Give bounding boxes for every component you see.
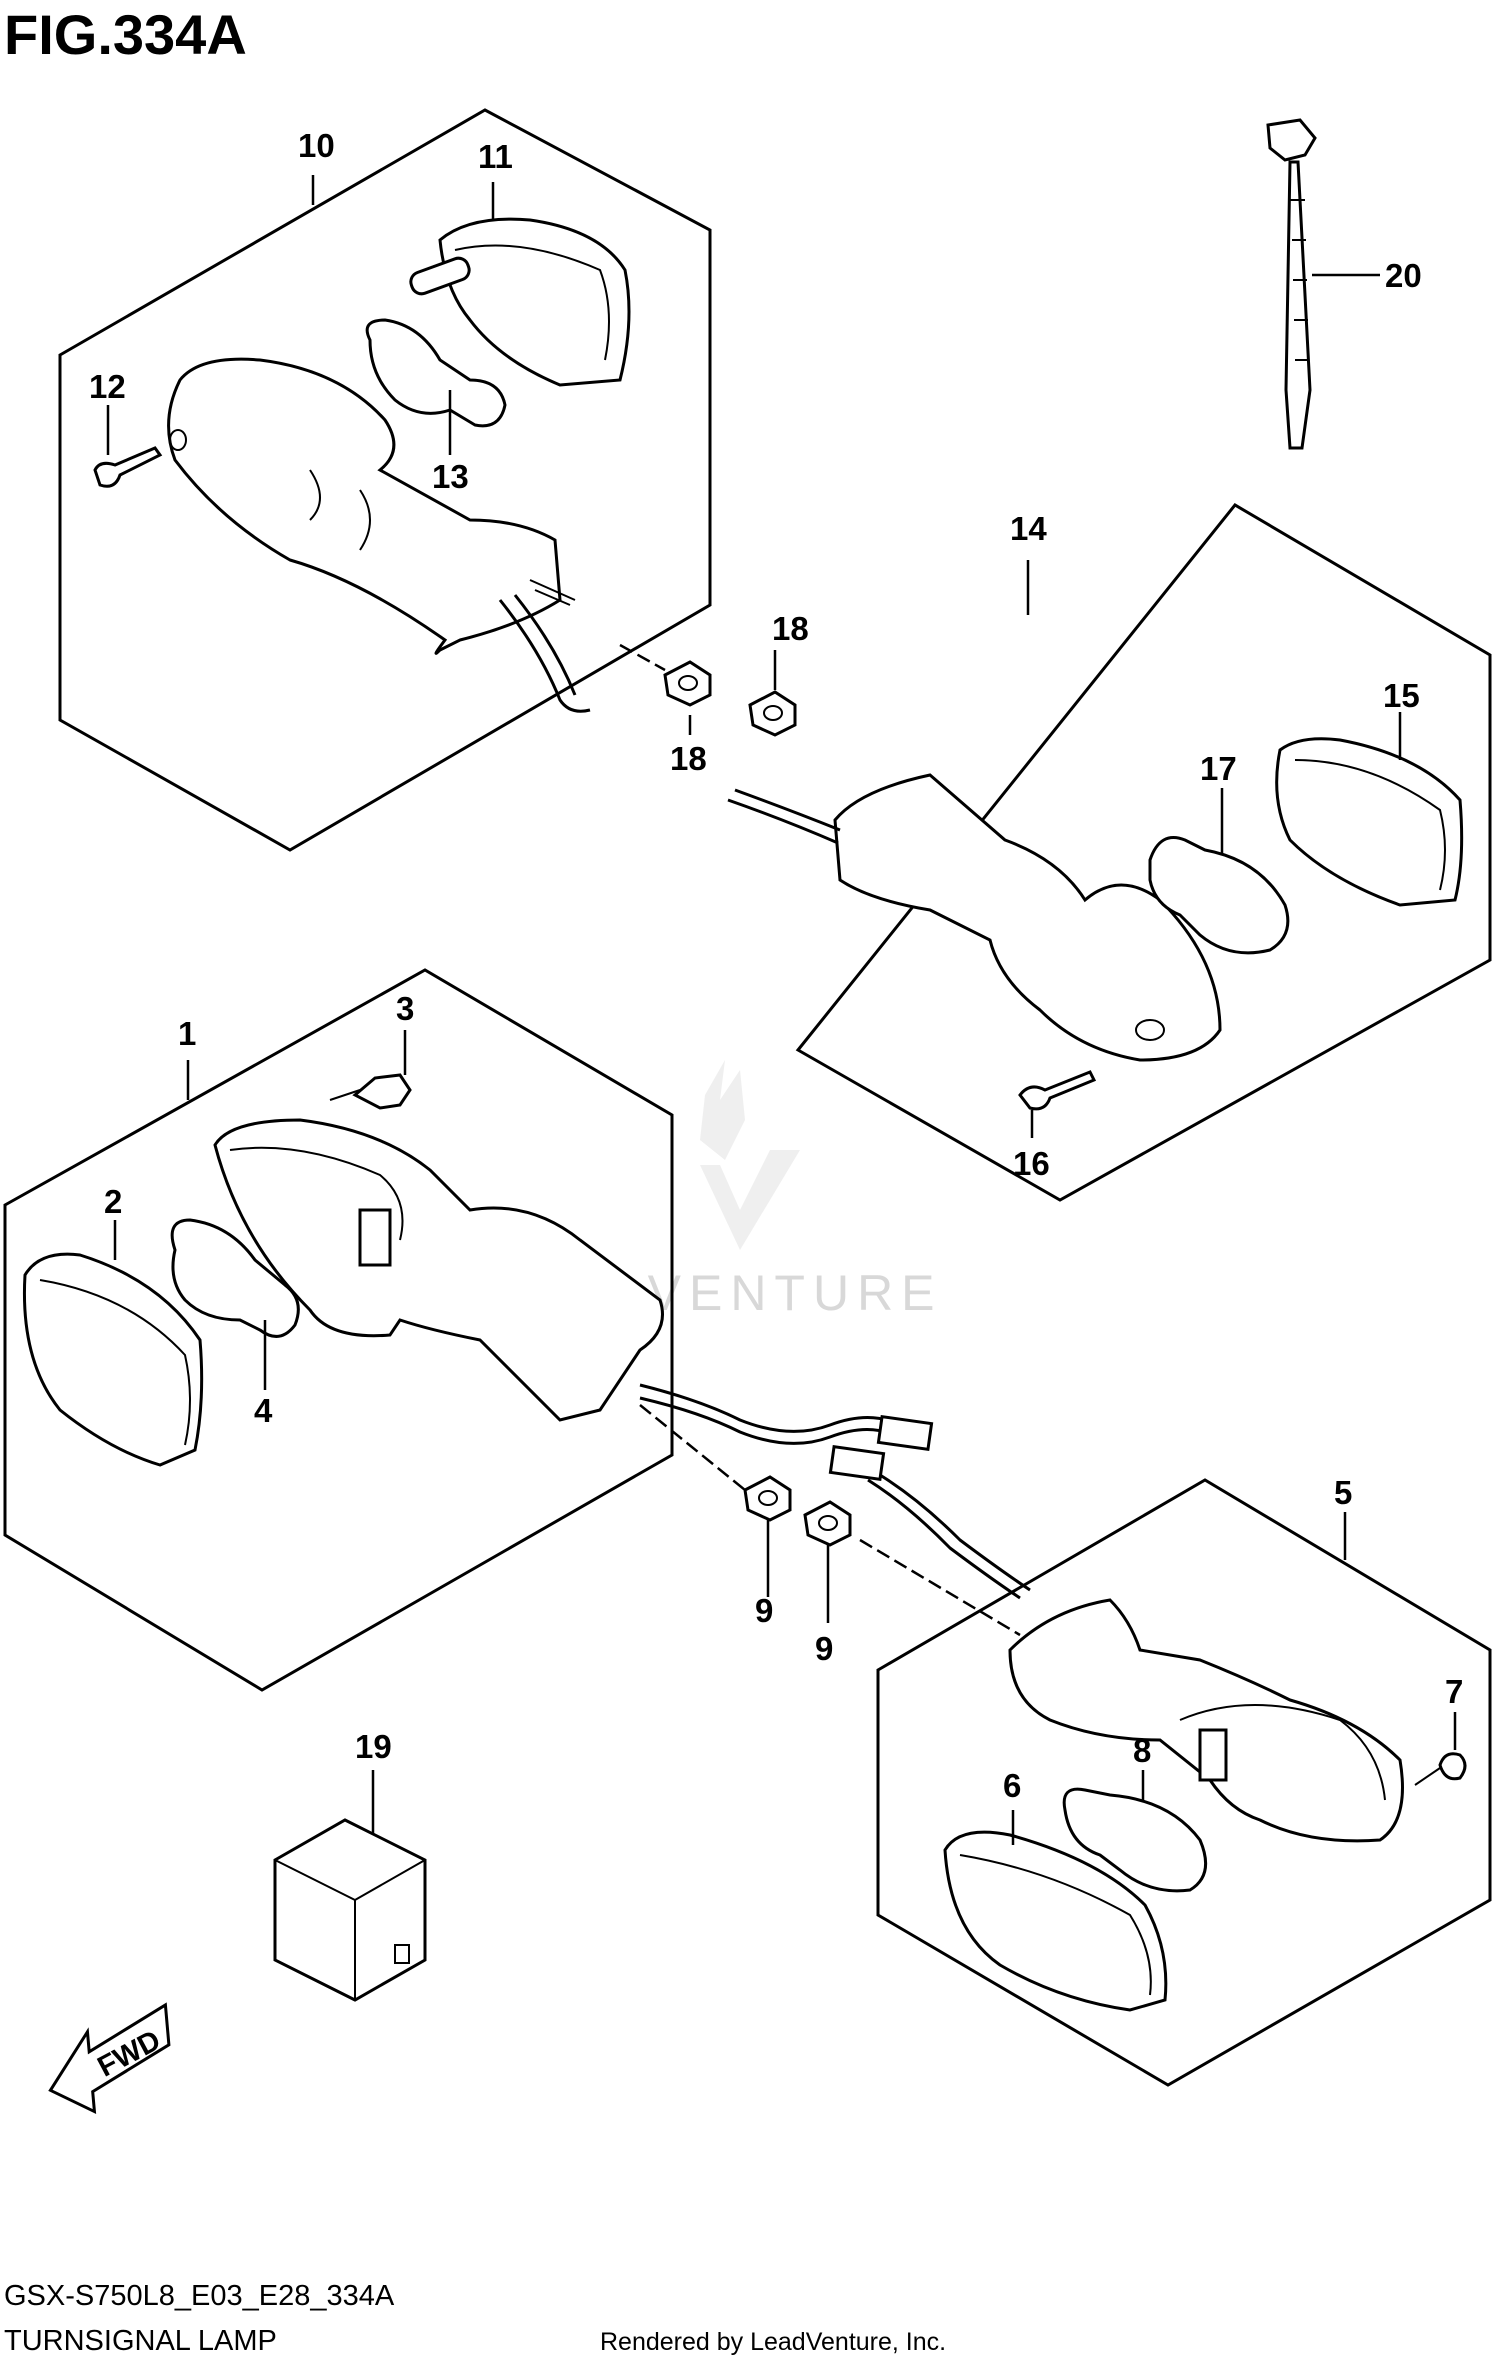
bulb-13	[365, 318, 507, 428]
housing-5	[1008, 1598, 1404, 1843]
group-14-frame	[795, 503, 1492, 1202]
group-10-front-left-turnsignal	[58, 108, 712, 852]
callout-4: 4	[254, 1392, 273, 1429]
callout-12: 12	[89, 368, 126, 405]
housing-10	[167, 357, 562, 655]
credit-text: Rendered by LeadVenture, Inc.	[600, 2328, 946, 2356]
bulb-8	[1062, 1787, 1208, 1893]
lens-11	[438, 217, 631, 387]
group-5-rear-right-turnsignal	[876, 1478, 1492, 2087]
screw-12	[93, 446, 163, 488]
housing-1	[213, 1118, 664, 1422]
callout-20: 20	[1385, 257, 1422, 294]
callout-10: 10	[298, 127, 335, 164]
callout-1: 1	[178, 1015, 196, 1052]
screw-7	[1438, 1752, 1467, 1781]
callout-3: 3	[396, 990, 414, 1027]
nut-18-left	[619, 643, 712, 707]
tie-band-20	[1266, 118, 1317, 450]
callout-17: 17	[1200, 750, 1237, 787]
bulb-4	[170, 1218, 300, 1338]
callout-14: 14	[1010, 510, 1047, 547]
lens-15	[1275, 737, 1464, 907]
callout-6: 6	[1003, 1767, 1021, 1804]
callout-11: 11	[478, 138, 513, 175]
section-name: TURNSIGNAL LAMP	[4, 2325, 277, 2357]
model-code: GSX-S750L8_E03_E28_334A	[4, 2280, 395, 2312]
callout-18-right: 18	[772, 610, 809, 647]
callout-9-left: 9	[755, 1592, 773, 1629]
lens-6	[943, 1830, 1168, 2012]
callout-5: 5	[1334, 1474, 1352, 1511]
callout-7: 7	[1445, 1673, 1463, 1710]
callout-19: 19	[355, 1728, 392, 1765]
callout-9-right: 9	[815, 1630, 833, 1667]
callout-8: 8	[1133, 1732, 1151, 1769]
callout-2: 2	[104, 1183, 122, 1220]
figure-title: FIG.334A	[4, 3, 247, 66]
relay-19	[273, 1818, 427, 2002]
housing-14	[833, 773, 1222, 1062]
group-14-front-right-turnsignal	[727, 503, 1492, 1202]
lens-2	[22, 1252, 204, 1467]
nut-9-left	[639, 1404, 792, 1522]
group-1-frame	[3, 968, 674, 1692]
screw-16	[1018, 1070, 1097, 1111]
nut-9-right	[803, 1500, 1021, 1637]
callout-15: 15	[1383, 677, 1420, 714]
nut-18-right	[748, 690, 797, 737]
callout-18-left: 18	[670, 740, 707, 777]
group-5-frame	[876, 1478, 1492, 2087]
leadventure-logo-icon	[700, 1060, 800, 1250]
group-1-rear-left-turnsignal	[3, 968, 1031, 1692]
group-10-frame	[58, 108, 712, 852]
callout-13: 13	[432, 458, 469, 495]
bulb-17	[1148, 836, 1290, 955]
leader-lines	[106, 175, 1457, 1845]
fwd-arrow-icon: FWD	[48, 2002, 171, 2115]
callout-16: 16	[1013, 1145, 1050, 1182]
screw-3	[352, 1073, 412, 1110]
